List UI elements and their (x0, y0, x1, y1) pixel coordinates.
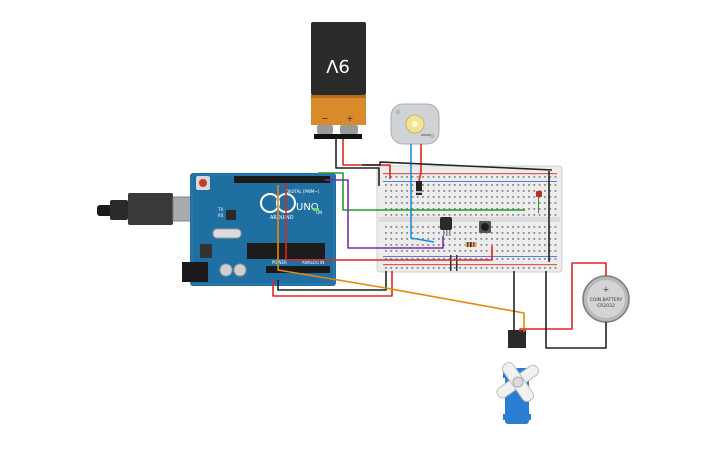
resistor[interactable] (465, 242, 477, 247)
on-label: ON (316, 210, 322, 215)
digital-header[interactable] (234, 176, 330, 183)
wires (272, 139, 607, 349)
diode[interactable] (416, 181, 422, 195)
power-analog-header[interactable] (266, 266, 330, 273)
wire-red-arduino (285, 183, 493, 261)
battery-plus-label: + (347, 114, 354, 123)
servo-motor[interactable] (486, 330, 551, 424)
rx-label: RX (218, 213, 224, 218)
coin-cell-label-1: COIN BATTERY (590, 297, 623, 303)
wire-green (318, 172, 525, 211)
arduino-brand: ARDUINO (270, 215, 294, 221)
capacitor-lead (450, 255, 452, 271)
breadboard[interactable] (376, 165, 563, 273)
digital-label: DIGITAL (PWM~) (286, 189, 320, 194)
analog-label: ANALOG IN (302, 260, 324, 265)
arduino-model: UNO (296, 202, 319, 213)
capacitor-lead-2 (456, 255, 458, 271)
led-red[interactable] (536, 191, 542, 213)
tx-label: TX (217, 207, 223, 212)
wire-servo-red (519, 262, 607, 332)
coin-cell-label-2: CR2032 (597, 303, 615, 309)
battery-9v-label: 9V (325, 55, 349, 76)
battery-9v[interactable]: 9V − + (311, 22, 366, 139)
wire-motor-blue (410, 144, 435, 243)
battery-minus-label: − (322, 114, 329, 123)
wire-black-gnd (277, 271, 387, 291)
wire-red-power (272, 271, 393, 297)
dc-motor[interactable] (390, 103, 440, 145)
wire-coin-black (545, 271, 607, 349)
wire-orange-signal (277, 185, 525, 332)
power-label: POWER (272, 260, 287, 265)
wire-purple (325, 179, 444, 249)
coin-cell-plus: + (603, 285, 610, 294)
wire-motor-black (362, 161, 553, 171)
arduino-uno[interactable]: ARDUINO UNO DIGITAL (PWM~) ANALOG IN POW… (182, 173, 336, 286)
wire-battery-negative (335, 139, 380, 186)
usb-cable (97, 193, 196, 225)
transistor[interactable] (440, 217, 452, 236)
pushbutton[interactable] (479, 221, 491, 233)
wire-motor-red (418, 144, 422, 182)
coin-cell-battery[interactable]: + COIN BATTERY CR2032 (582, 275, 630, 323)
